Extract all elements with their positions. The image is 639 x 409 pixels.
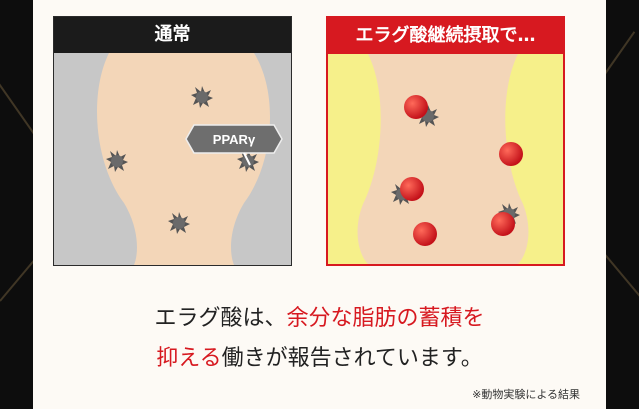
ellagic-acid-ball: [413, 222, 437, 246]
ellagic-acid-ball: [404, 95, 428, 119]
ellagic-acid-body-illustration: [357, 54, 529, 264]
normal-body-illustration: PPARγ: [97, 53, 283, 265]
description-text: エラグ酸は、: [154, 306, 287, 331]
footnote: ※動物実験による結果: [472, 388, 580, 401]
description-highlight: 抑える: [156, 346, 222, 371]
pparg-badge: [185, 124, 283, 154]
description-text: 働きが報告されています。: [221, 346, 483, 371]
pparg-label: PPARγ: [213, 132, 256, 147]
ellagic-acid-ball: [400, 177, 424, 201]
ellagic-acid-panel: エラグ酸継続摂取で…: [326, 16, 565, 266]
pparg-pointer: [243, 152, 251, 166]
ellagic-acid-ball: [491, 212, 515, 236]
ellagic-acid-ball: [499, 142, 523, 166]
info-card: 通常 PPARγ エラグ酸継続摂取で…: [33, 0, 606, 409]
description-highlight: 余分な脂肪の蓄積を: [286, 306, 485, 331]
description-line-2: 抑える働きが報告されています。: [33, 340, 606, 372]
normal-panel-title: 通常: [54, 17, 291, 53]
background-line: [0, 70, 37, 138]
ellagic-acid-panel-title: エラグ酸継続摂取で…: [328, 18, 563, 54]
normal-panel: 通常 PPARγ: [53, 16, 292, 266]
background-line: [601, 250, 639, 298]
description-line-1: エラグ酸は、余分な脂肪の蓄積を: [33, 300, 606, 332]
